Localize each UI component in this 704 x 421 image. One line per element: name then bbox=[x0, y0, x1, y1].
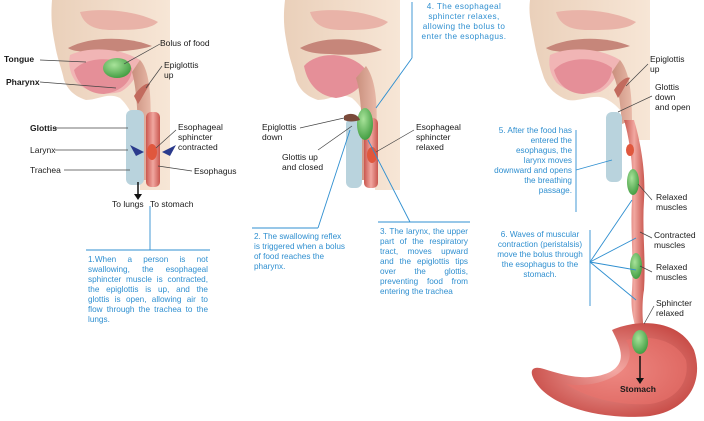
label-bolus-of-food: Bolus of food bbox=[160, 38, 210, 48]
label-sphincter-relaxed: Sphincter relaxed bbox=[656, 298, 692, 318]
panel3-stomach-inner bbox=[566, 337, 687, 405]
label-glottis-1: Glottis bbox=[30, 123, 57, 133]
panel1-epiglottis bbox=[134, 83, 150, 104]
panel2-illustration bbox=[252, 0, 470, 229]
panel1-leader-pharynx bbox=[39, 81, 117, 89]
panel2-trachea bbox=[346, 118, 362, 188]
label-esophagus: Esophagus bbox=[194, 166, 237, 176]
panel3-illustration bbox=[529, 0, 698, 417]
caption-step-4: 4. The esophageal sphincter relaxes, all… bbox=[421, 2, 507, 41]
panel1-palate bbox=[68, 38, 152, 52]
panel3-esophagus bbox=[624, 120, 645, 330]
panel2-caption3-line bbox=[367, 139, 411, 223]
panel2-leader-epiglottis bbox=[299, 117, 345, 129]
panel3-leader-epiglottis bbox=[625, 63, 649, 87]
label-contracted-muscles: Contracted muscles bbox=[654, 230, 696, 250]
panel1-arrow-left bbox=[130, 145, 144, 156]
panel1-leader-epiglottis bbox=[145, 65, 163, 89]
panel2-caption2-line bbox=[317, 129, 351, 229]
panel3-trachea bbox=[606, 112, 622, 182]
label-relaxed-muscles-1: Relaxed muscles bbox=[656, 192, 688, 212]
panel1-leader-sphincter bbox=[155, 129, 177, 149]
panel2-epiglottis-down bbox=[344, 113, 360, 122]
label-tongue: Tongue bbox=[4, 54, 35, 64]
caption-step-5: 5. After the food has entered the esopha… bbox=[494, 126, 572, 195]
panel2-bolus bbox=[357, 108, 373, 140]
panel1-bolus bbox=[103, 58, 131, 78]
panel2-leader-glottis bbox=[317, 125, 353, 151]
panel2-nasal-cavity bbox=[310, 10, 388, 30]
caption-step-6: 6. Waves of muscular contraction (perist… bbox=[497, 230, 583, 279]
label-pharynx: Pharynx bbox=[6, 77, 40, 87]
label-glottis-down-open: Glottis down and open bbox=[655, 82, 691, 112]
panel3-tongue bbox=[554, 59, 612, 94]
panel2-palate bbox=[300, 39, 382, 55]
panel1-nasal-cavity bbox=[80, 10, 158, 30]
label-epiglottis-up-3: Epiglottis up bbox=[650, 54, 685, 74]
label-larynx: Larynx bbox=[30, 145, 56, 155]
label-stomach: Stomach bbox=[620, 384, 656, 394]
panel1-leader-esophagus bbox=[157, 165, 193, 172]
panel3-nasal-cavity bbox=[556, 10, 636, 30]
caption-step-3: 3. The larynx, the upper part of the res… bbox=[380, 227, 468, 296]
label-epiglottis-down: Epiglottis down bbox=[262, 122, 297, 142]
label-to-lungs: To lungs bbox=[112, 199, 144, 209]
panel1-leader-tongue bbox=[39, 59, 87, 63]
label-to-stomach: To stomach bbox=[150, 199, 194, 209]
panel3-sphincter-top bbox=[626, 144, 634, 156]
panel3-bolus-2 bbox=[630, 253, 642, 279]
panel3-bolus-stomach bbox=[632, 330, 648, 354]
panel3-leader-contracted bbox=[639, 231, 653, 239]
panel3-bolus-1 bbox=[627, 169, 639, 195]
label-esophageal-sphincter-contracted: Esophageal sphincter contracted bbox=[178, 122, 223, 152]
panel1-sphincter bbox=[147, 144, 157, 160]
panel1-leader-bolus bbox=[123, 43, 161, 65]
panel3-leader-relaxed-2 bbox=[639, 265, 653, 273]
panel3-leader-relaxed-1 bbox=[637, 183, 653, 201]
label-relaxed-muscles-2: Relaxed muscles bbox=[656, 262, 688, 282]
panel3-leader-sphincter bbox=[643, 305, 655, 325]
panel1-illustration bbox=[39, 0, 210, 251]
caption-step-1: 1.When a person is not swallowing, the e… bbox=[88, 255, 208, 324]
panel2-sphincter bbox=[367, 147, 377, 163]
panel2-tongue bbox=[304, 55, 366, 98]
label-glottis-up-closed: Glottis up and closed bbox=[282, 152, 324, 172]
panel2-leader-sphincter bbox=[375, 129, 415, 153]
panel1-arrow-right bbox=[162, 145, 176, 156]
label-trachea: Trachea bbox=[30, 165, 61, 175]
panel3-palate bbox=[546, 38, 630, 52]
caption-step-2: 2. The swallowing reflex is triggered wh… bbox=[254, 232, 346, 271]
panel3-leader-glottis bbox=[617, 95, 653, 113]
panel3-epiglottis bbox=[614, 77, 630, 98]
label-epiglottis-up-1: Epiglottis up bbox=[164, 60, 199, 80]
label-esophageal-sphincter-relaxed: Esophageal sphincter relaxed bbox=[416, 122, 461, 152]
